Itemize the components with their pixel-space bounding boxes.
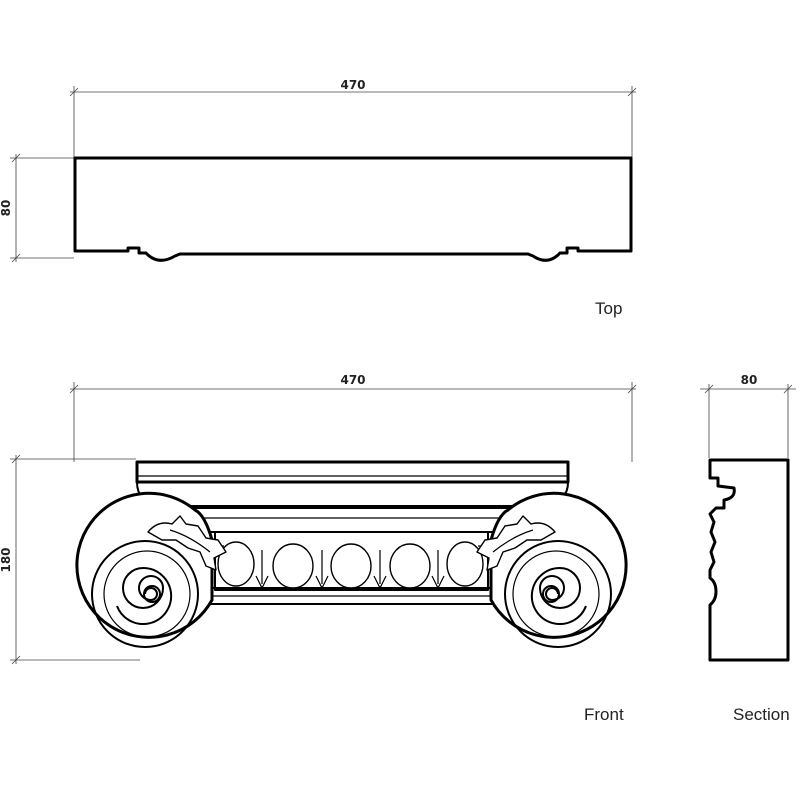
top-view-label: Top [595,299,622,318]
section-profile [708,458,790,662]
canalis [149,507,553,533]
top-view: 470 80 Top [0,78,637,318]
section-width-dimension: 80 [700,373,796,458]
egg-and-dart [212,541,490,590]
right-volute [489,491,628,648]
top-view-outline [73,156,633,262]
front-view-label: Front [584,705,624,724]
section-view: 80 Section [700,373,796,724]
right-leaf-ornament [476,515,556,571]
front-view: 470 180 [0,373,637,724]
top-width-label: 470 [340,78,365,92]
front-height-dimension: 180 [0,454,140,665]
section-view-label: Section [733,705,790,724]
top-height-dimension: 80 [0,153,74,263]
abacus [135,460,570,484]
front-width-dimension: 470 [69,373,637,462]
top-width-dimension: 470 [69,78,637,158]
front-width-label: 470 [340,373,365,387]
front-height-label: 180 [0,547,13,572]
left-volute [75,491,214,648]
left-leaf-ornament [147,515,227,571]
section-width-label: 80 [741,373,758,387]
top-height-label: 80 [0,200,13,217]
